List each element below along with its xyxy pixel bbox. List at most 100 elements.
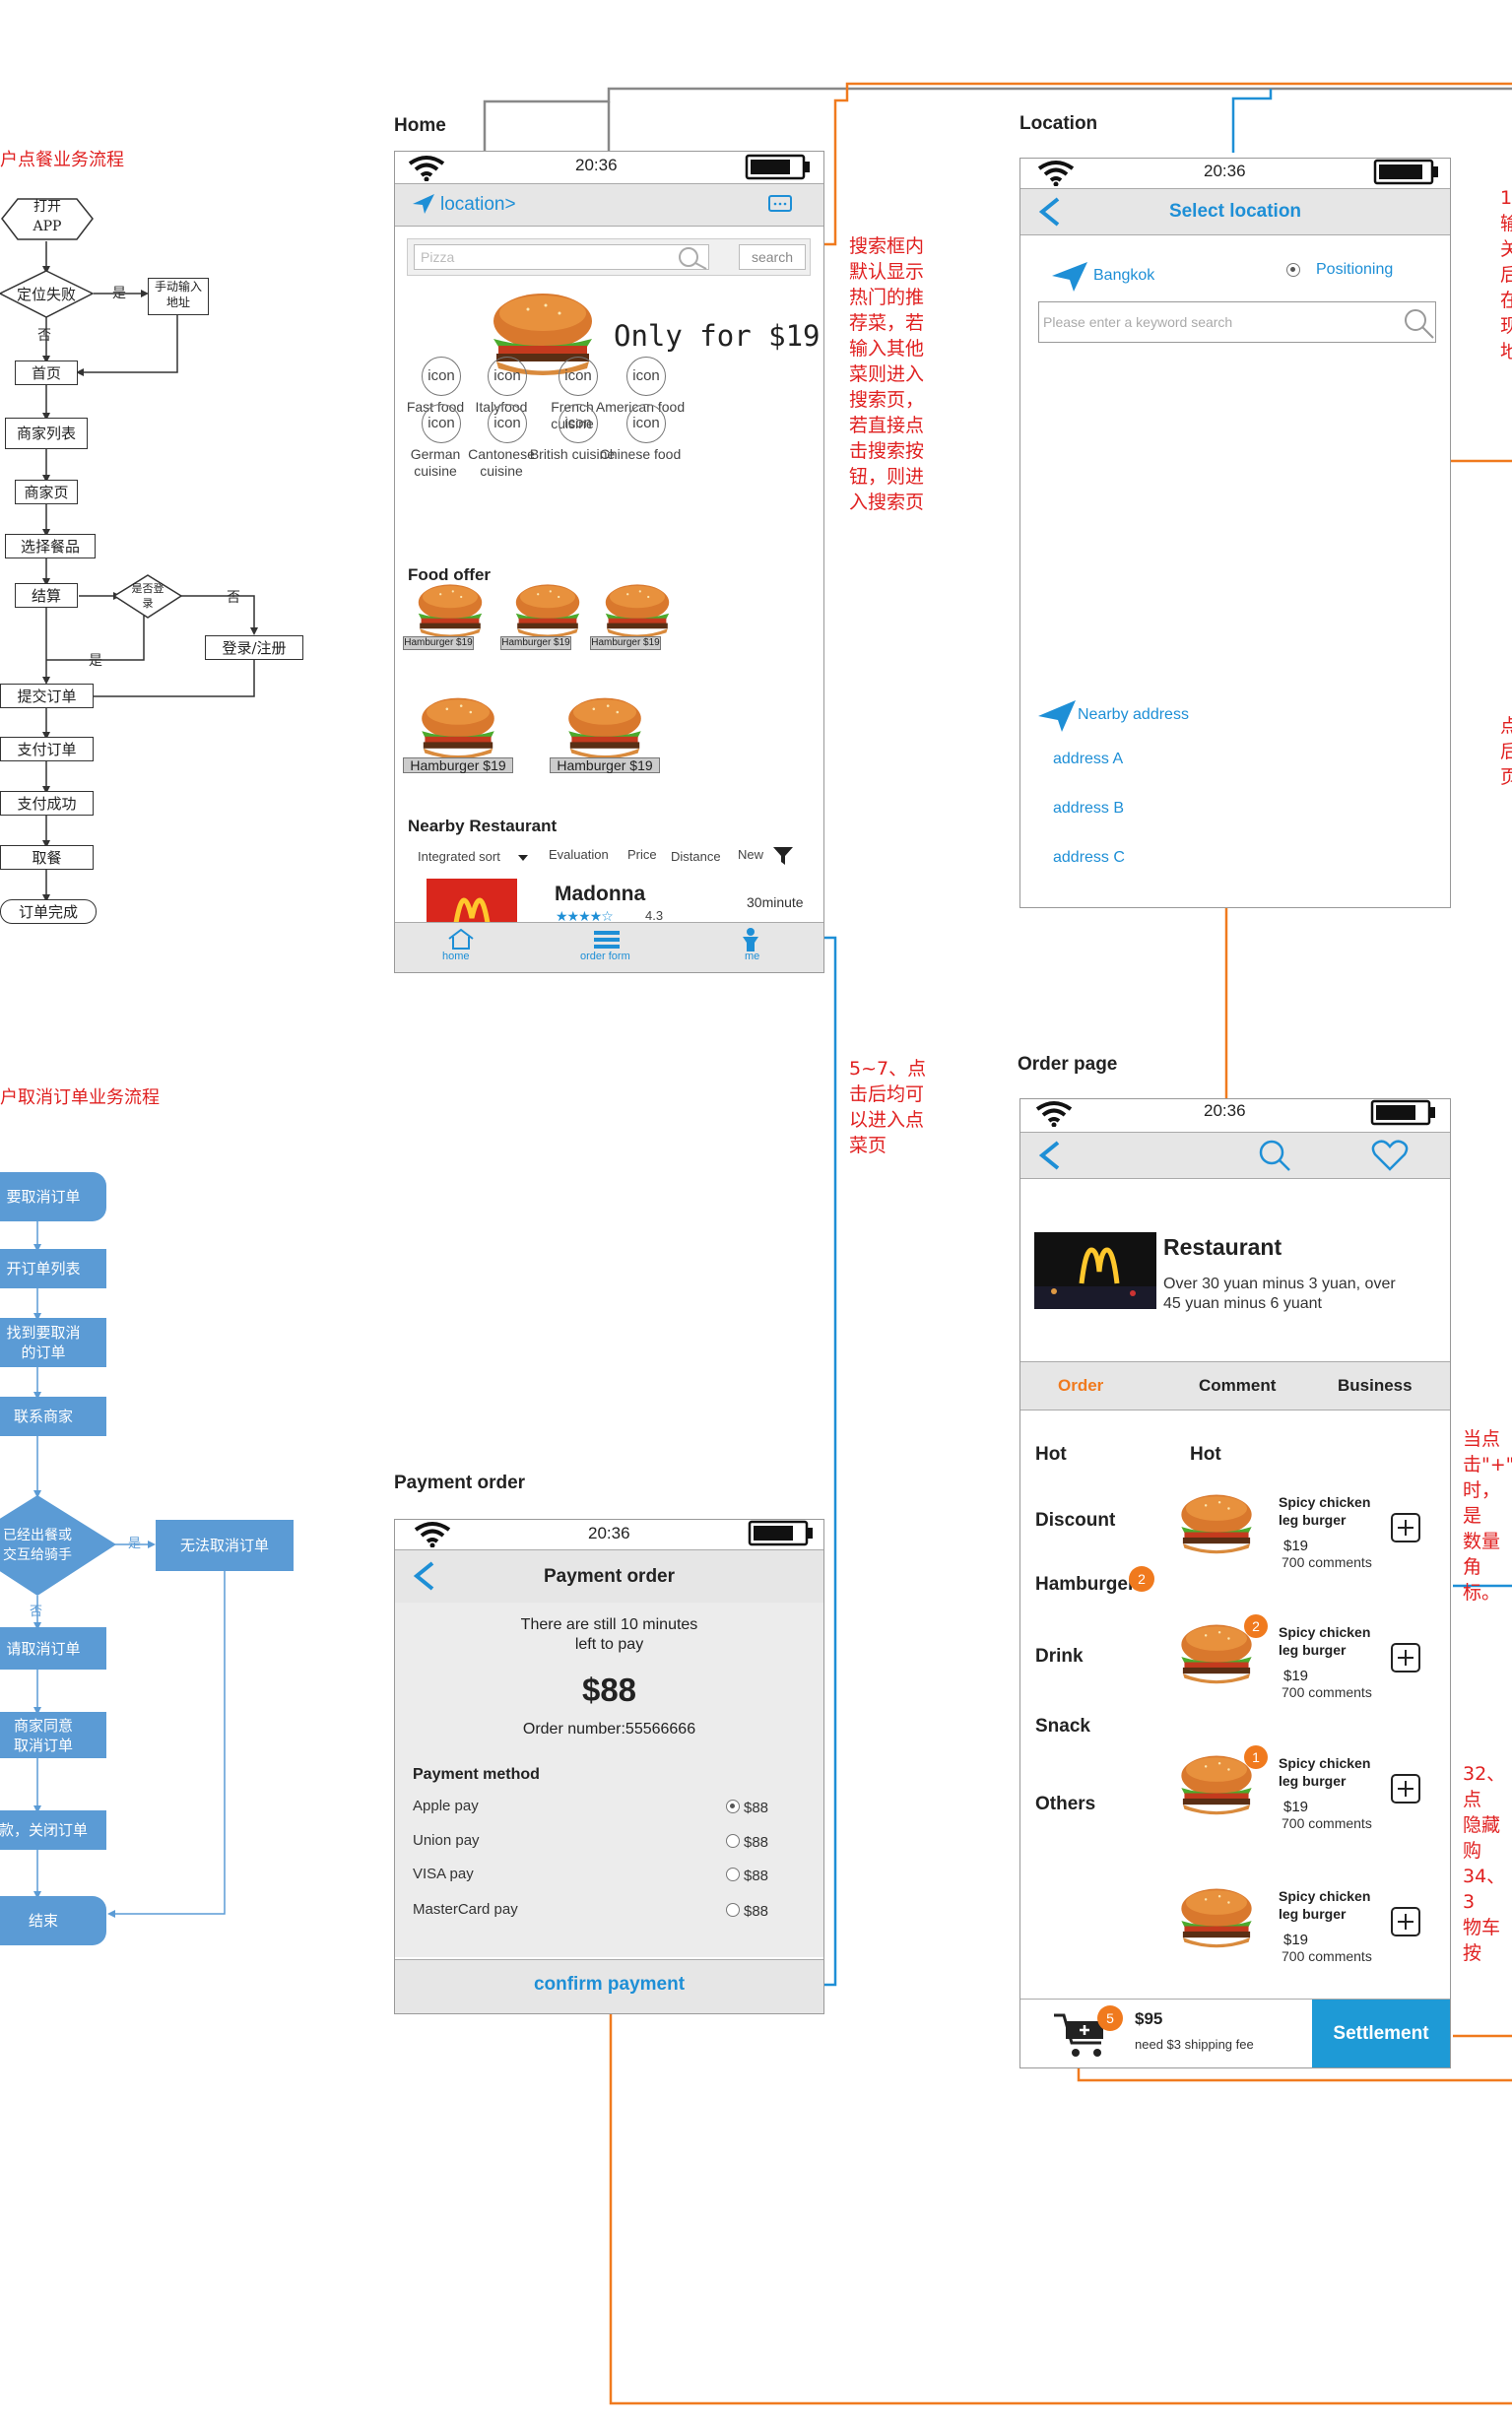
battery-icon: [745, 154, 810, 180]
payment-order-number: Order number:55566666: [522, 1721, 696, 1738]
me-tab-label[interactable]: me: [745, 951, 760, 962]
order-form-tab-label[interactable]: order form: [580, 951, 630, 962]
flow1-locate-fail: 定位失败: [16, 286, 76, 303]
payment-method-radio[interactable]: [726, 1800, 740, 1813]
search-icon[interactable]: [1402, 306, 1435, 340]
payment-method-name[interactable]: Apple pay: [413, 1798, 479, 1814]
add-item-plus-icon[interactable]: [1391, 1907, 1420, 1936]
menu-item-name: Spicy chicken leg burger: [1279, 1888, 1371, 1922]
message-icon[interactable]: [767, 194, 793, 216]
food-offer-image[interactable]: [602, 583, 673, 643]
back-arrow-icon[interactable]: [1036, 196, 1062, 228]
flow2-end: 结束: [0, 1896, 106, 1945]
wifi-icon: [408, 156, 445, 181]
flow1-yes-2: 是: [89, 653, 102, 669]
location-section-title: Location: [1019, 113, 1098, 134]
flow1-no-1: 否: [37, 328, 51, 344]
positioning-radio[interactable]: [1286, 263, 1300, 277]
flow2-title: 户取消订单业务流程: [0, 1087, 160, 1108]
sort-integrated[interactable]: Integrated sort: [418, 849, 500, 864]
category-label[interactable]: Cantonese cuisine: [468, 446, 535, 479]
category-icon[interactable]: icon: [422, 357, 461, 396]
payment-method-radio[interactable]: [726, 1868, 740, 1881]
menu-discount[interactable]: Discount: [1035, 1510, 1116, 1531]
flow1-merchant-list: 商家列表: [5, 418, 88, 449]
sort-price[interactable]: Price: [627, 847, 657, 862]
current-city[interactable]: Bangkok: [1093, 267, 1155, 284]
payment-method-radio[interactable]: [726, 1834, 740, 1848]
category-label[interactable]: Chinese food: [599, 446, 682, 462]
category-icon[interactable]: icon: [559, 404, 598, 443]
me-tab-icon[interactable]: [740, 927, 761, 952]
category-icon[interactable]: icon: [626, 404, 666, 443]
sort-dropdown-icon[interactable]: [517, 853, 529, 863]
tab-business[interactable]: Business: [1338, 1376, 1413, 1395]
sort-evaluation[interactable]: Evaluation: [549, 847, 609, 862]
add-item-plus-icon[interactable]: [1391, 1774, 1420, 1804]
settlement-button[interactable]: Settlement: [1312, 2000, 1450, 2067]
category-label[interactable]: British cuisine: [529, 446, 616, 462]
confirm-payment-button[interactable]: confirm payment: [533, 1974, 686, 1995]
food-offer-image[interactable]: [565, 696, 644, 764]
search-input[interactable]: Pizza: [414, 244, 709, 270]
location-arrow-icon: [1052, 262, 1087, 292]
category-icon[interactable]: icon: [488, 357, 527, 396]
category-label[interactable]: German cuisine: [410, 446, 461, 479]
restaurant-eta: 30minute: [747, 894, 804, 910]
food-offer-image[interactable]: [415, 583, 486, 643]
food-offer-image[interactable]: [512, 583, 583, 643]
add-item-plus-icon[interactable]: [1391, 1513, 1420, 1542]
sort-new[interactable]: New: [738, 847, 764, 862]
positioning-label[interactable]: Positioning: [1316, 261, 1394, 278]
home-tab-icon[interactable]: [446, 927, 476, 951]
flow1-pay-order: 支付订单: [0, 737, 94, 761]
menu-snack[interactable]: Snack: [1035, 1716, 1090, 1737]
restaurant-name[interactable]: Madonna: [555, 883, 646, 905]
order-form-tab-icon[interactable]: [592, 929, 622, 951]
home-tab-label[interactable]: home: [442, 951, 470, 962]
filter-icon[interactable]: [772, 845, 794, 867]
location-search-input[interactable]: Please enter a keyword search: [1038, 301, 1436, 343]
back-arrow-icon[interactable]: [411, 1560, 436, 1592]
location-nav-bar: Select location: [1020, 188, 1450, 235]
note-nearby: 点 后 页: [1500, 715, 1512, 788]
favorite-heart-icon[interactable]: [1371, 1139, 1409, 1172]
food-offer-image[interactable]: [419, 696, 497, 764]
category-icon[interactable]: icon: [422, 404, 461, 443]
payment-method-name[interactable]: MasterCard pay: [413, 1901, 518, 1918]
address-b[interactable]: address B: [1053, 800, 1125, 817]
flow1-home: 首页: [15, 361, 78, 385]
home-section-title: Home: [394, 115, 446, 136]
home-phone: 20:36 location> Pizza search: [394, 151, 824, 973]
menu-drink[interactable]: Drink: [1035, 1646, 1084, 1667]
menu-hot[interactable]: Hot: [1035, 1444, 1067, 1465]
tab-order[interactable]: Order: [1058, 1376, 1104, 1395]
payment-method-name[interactable]: VISA pay: [413, 1866, 474, 1882]
address-a[interactable]: address A: [1053, 751, 1124, 767]
wifi-icon: [414, 1522, 451, 1547]
payment-method-radio[interactable]: [726, 1903, 740, 1917]
location-link[interactable]: location>: [440, 194, 516, 215]
menu-hamburger[interactable]: Hamburger: [1035, 1574, 1136, 1595]
payment-method-price: $88: [744, 1834, 769, 1851]
menu-others[interactable]: Others: [1035, 1794, 1096, 1814]
home-nav-bar: location>: [395, 183, 823, 227]
sort-distance[interactable]: Distance: [671, 849, 721, 864]
payment-method-name[interactable]: Union pay: [413, 1832, 480, 1849]
shopping-cart-icon[interactable]: [1052, 2011, 1111, 2061]
add-item-plus-icon[interactable]: [1391, 1643, 1420, 1673]
search-icon[interactable]: [1257, 1139, 1292, 1172]
flow2-open-list: 开订单列表: [0, 1249, 106, 1288]
address-c[interactable]: address C: [1053, 849, 1125, 866]
category-icon[interactable]: icon: [626, 357, 666, 396]
search-button[interactable]: search: [739, 244, 806, 270]
payment-method-price: $88: [744, 1903, 769, 1920]
flow1-login-question: 是否登 录: [131, 582, 164, 610]
back-arrow-icon[interactable]: [1036, 1140, 1062, 1171]
cart-total: $95: [1135, 2009, 1163, 2028]
flow1-title: 户点餐业务流程: [0, 150, 124, 170]
tab-comment[interactable]: Comment: [1199, 1376, 1277, 1395]
category-icon[interactable]: icon: [559, 357, 598, 396]
rating-stars-icon: ★★★★☆: [556, 908, 614, 924]
category-icon[interactable]: icon: [488, 404, 527, 443]
